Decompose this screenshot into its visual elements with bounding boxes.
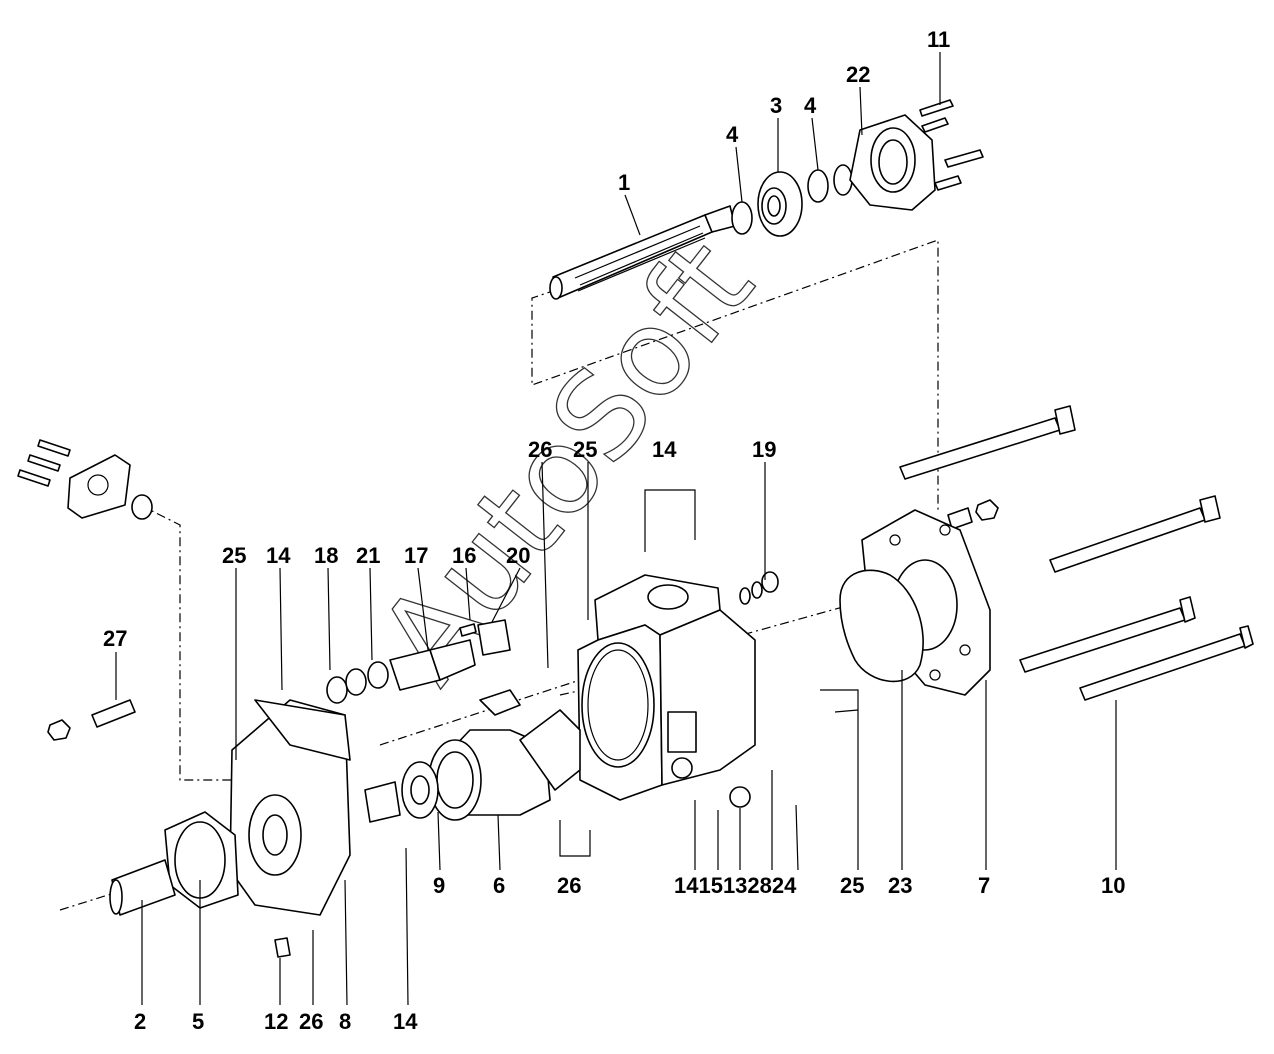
callout-14-top: 14 — [652, 437, 677, 462]
callout-9: 9 — [433, 873, 445, 898]
tie-bolts — [899, 405, 1254, 701]
suction-flange — [17, 439, 153, 520]
callout-7: 7 — [978, 873, 990, 898]
callout-19: 19 — [752, 437, 776, 462]
callout-4-right: 4 — [804, 93, 817, 118]
callout-1: 1 — [618, 170, 630, 195]
callout-22: 22 — [846, 62, 870, 87]
callout-25-bottom: 25 — [840, 873, 864, 898]
seal-ring-4-left — [731, 201, 753, 235]
callout-17: 17 — [404, 543, 428, 568]
flange-cover — [849, 114, 936, 211]
swash-plate — [401, 761, 439, 819]
callout-4-left: 4 — [726, 122, 739, 147]
nut — [975, 499, 999, 521]
callout-26-lower: 26 — [299, 1009, 323, 1034]
pump-housing — [577, 574, 756, 801]
input-shaft — [109, 859, 176, 916]
callout-26-top: 26 — [528, 437, 552, 462]
callout-25-left: 25 — [222, 543, 246, 568]
callout-11: 11 — [927, 27, 950, 52]
drain-plug — [274, 937, 291, 958]
callout-labels: 1 4 3 4 22 11 26 25 14 19 25 14 18 21 17… — [103, 27, 1125, 1034]
callout-16: 16 — [452, 543, 476, 568]
callout-10: 10 — [1101, 873, 1125, 898]
callout-20: 20 — [506, 543, 530, 568]
callout-14-left: 14 — [266, 543, 291, 568]
leader-lines — [115, 52, 1117, 1006]
callout-18: 18 — [314, 543, 338, 568]
shaft-stub — [364, 781, 401, 823]
callout-8: 8 — [339, 1009, 351, 1034]
gear-cam — [164, 811, 239, 909]
callout-5: 5 — [192, 1009, 204, 1034]
seal-ring-4-right — [807, 169, 829, 203]
callout-1415132824: 1415132824 — [674, 873, 797, 898]
cylinder-block — [428, 689, 581, 821]
dowel-pin — [947, 507, 973, 530]
callout-25-top: 25 — [573, 437, 597, 462]
callout-3: 3 — [770, 93, 782, 118]
stop-pin — [47, 699, 136, 741]
drive-shaft — [549, 205, 736, 300]
valve-plate — [839, 569, 924, 683]
callout-27: 27 — [103, 626, 127, 651]
callout-14-lower: 14 — [393, 1009, 418, 1034]
callout-2: 2 — [134, 1009, 146, 1034]
bearing — [757, 171, 803, 237]
callout-21: 21 — [356, 543, 380, 568]
port-plug — [729, 786, 751, 808]
callout-26-bottom: 26 — [557, 873, 581, 898]
callout-23: 23 — [888, 873, 912, 898]
small-rings — [739, 571, 779, 605]
callout-12: 12 — [264, 1009, 288, 1034]
control-piston — [326, 619, 511, 704]
callout-6: 6 — [493, 873, 505, 898]
front-housing — [229, 699, 351, 916]
